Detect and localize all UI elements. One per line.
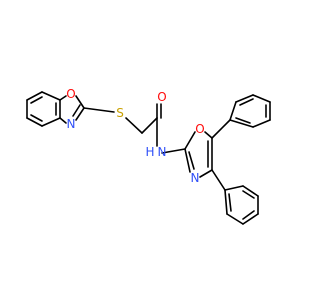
benzoxazole-nitrogen-label: N [67, 117, 76, 131]
benzoxazole-benzene-ring [26, 91, 61, 127]
molecule-structure: O N S O N H O N [26, 87, 271, 225]
sulfur-label: S [116, 106, 124, 120]
atom-labels: O N S O N H O N [66, 87, 204, 185]
benzoxazole-oxygen-label: O [66, 87, 75, 101]
phenyl-ring-lower [211, 169, 259, 225]
amide-hydrogen-label: H [145, 145, 154, 159]
oxazole-ring [161, 131, 213, 178]
carbonyl-oxygen-label: O [157, 90, 166, 104]
phenyl-ring-upper [211, 94, 271, 139]
benzoxazole-oxazole-ring [59, 95, 85, 124]
linker-chain [83, 103, 162, 147]
oxazole-nitrogen-label: N [191, 171, 200, 185]
oxazole-oxygen-label: O [195, 122, 204, 136]
amide-nitrogen-label: N [158, 145, 167, 159]
